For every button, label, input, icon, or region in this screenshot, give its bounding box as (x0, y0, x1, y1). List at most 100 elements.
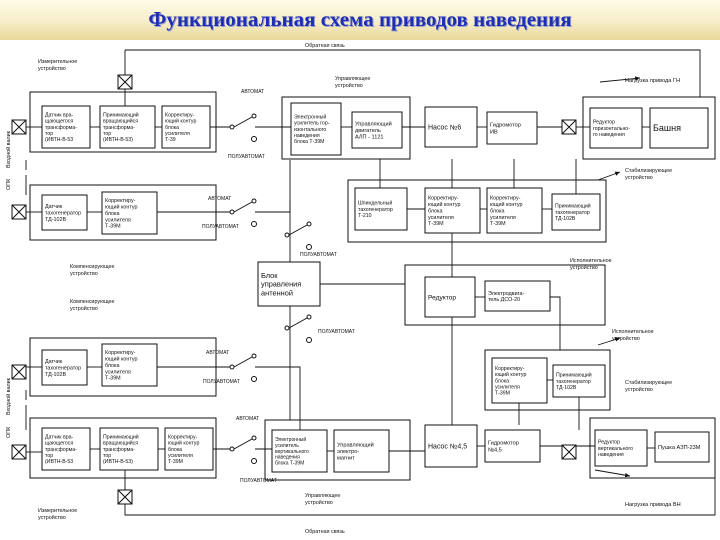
block-line: го наведения (593, 132, 625, 138)
block-prin-vrashch-gn: Принимающийвращающийсятрансформа-тор(ИВТ… (99, 105, 156, 149)
diagram-label: устройство (70, 270, 98, 277)
block-line: АЛП - 1121 (355, 135, 384, 141)
block-line: Т-39М (490, 221, 506, 227)
diagram-label: Обратная связь (305, 43, 345, 49)
differential-icon (561, 444, 577, 460)
leader-line (597, 171, 621, 181)
block-nasos-gn: Насос №6 (424, 106, 478, 148)
diagram-label: ПОЛУАВТОМАТ (228, 154, 265, 160)
block-line: Принимающий (555, 203, 591, 210)
diagram-label: Компенсирующее (70, 299, 115, 305)
block-line: блока (428, 208, 443, 214)
block-line: (ИВТН-В-53 (45, 137, 73, 143)
block-line: усилитель гор- (294, 121, 330, 127)
block-line: тахогенератор (556, 379, 591, 385)
block-line: тор (45, 453, 53, 459)
block-line: Редуктор (428, 294, 456, 301)
block-line: Корректиру- (105, 350, 136, 356)
block-line: Корректиру- (490, 196, 521, 202)
block-line: №4,5 (488, 447, 502, 453)
differential-icon (117, 489, 133, 505)
block-line: Пушка АЗП-23М (658, 445, 701, 451)
block-line: ющий контур (165, 118, 196, 125)
gn-stabilizing-frame (347, 179, 607, 243)
block-line: Т-39М (168, 459, 183, 465)
block-line: Датчик вра- (45, 113, 73, 119)
block-line: Корректиру- (168, 435, 198, 441)
block-line: блока (495, 378, 509, 384)
block-line: Датчик (45, 359, 63, 365)
diagram-label: ПОЛУАВТОМАТ (318, 329, 355, 335)
gn-measuring-frame (29, 91, 217, 153)
diagram-label: Нагрузка привода ВН (625, 502, 681, 508)
block-line: Корректиру- (428, 196, 459, 202)
block-line: Редуктор (593, 120, 615, 126)
block-line: блока Т-39М (275, 461, 304, 467)
block-line: наведения (294, 133, 320, 139)
diagram-label: ОПК (6, 178, 12, 190)
block-line: усилителя (490, 215, 516, 221)
mode-switch (229, 113, 257, 142)
block-line: усилитель (275, 443, 299, 449)
block-line: ющий контур (105, 204, 138, 211)
block-line: блока (168, 447, 182, 453)
block-line: Насос №4,5 (428, 444, 467, 451)
block-line: блока (165, 125, 179, 131)
block-line: Управляющий (355, 120, 392, 127)
block-line: Корректиру- (495, 366, 525, 372)
block-line: тахогенератор (358, 207, 393, 213)
block-line: наведения (275, 455, 300, 461)
block-line: горизонтально- (593, 126, 630, 132)
differential-icon (11, 364, 27, 380)
block-line: усилителя (168, 453, 193, 459)
block-line: Насос №6 (428, 125, 461, 132)
block-line: ТД-102В (555, 216, 576, 222)
block-line: блока Т-39М (294, 139, 324, 145)
diagram-label: устройство (570, 264, 598, 271)
block-dat-vrashch-gn: Датчик вра-щающегосятрансформа-тор(ИВТН-… (41, 105, 91, 149)
block-prin-vrashch-vn: Принимающийвращающийсятрансформа-тор(ИВТ… (99, 427, 159, 471)
diagram-label: устройство (625, 386, 653, 393)
block-line: Башня (653, 123, 681, 133)
block-line: управления (261, 280, 301, 289)
block-line: Блок (261, 271, 278, 280)
block-reduktor-mid: Редуктор (424, 276, 476, 318)
block-line: тахогенератор (555, 210, 590, 216)
vn-measuring-frame (29, 417, 217, 479)
block-line: Гидромотор (490, 123, 521, 129)
block-line: щающегося (45, 119, 73, 125)
diagram-label: Нагрузка привода ГН (625, 78, 680, 84)
vn-load-frame (589, 417, 716, 479)
page-title: Функциональная схема приводов наведения (148, 7, 572, 31)
block-boshnya: Башня (649, 107, 709, 149)
block-line: тахогенератор (45, 365, 81, 371)
block-line: ИВ (490, 129, 498, 135)
diagram-label: Управляющее (335, 76, 370, 82)
mode-switch (229, 353, 257, 382)
middle-executive-frame (404, 264, 606, 326)
diagram-label: Исполнительное (570, 258, 612, 264)
block-line: ющий контур (168, 440, 199, 447)
block-korr-vn2: Корректиру-ющий контурблокаусилителяТ-39… (491, 357, 548, 404)
diagram-label: АВТОМАТ (208, 196, 231, 202)
block-line: Т-210 (358, 213, 372, 219)
diagram-label: Исполнительное (612, 329, 654, 335)
diagram-label: устройство (625, 174, 653, 181)
block-line: Т-39М (105, 224, 121, 230)
block-line: трансформа- (103, 125, 135, 131)
block-line: антенной (261, 288, 293, 297)
block-line: Электродвига- (488, 291, 524, 297)
block-line: Гидромотор (488, 441, 519, 447)
block-line: Т-39М (105, 376, 121, 382)
block-line: ющий контур (495, 371, 526, 378)
block-line: блока (105, 363, 120, 369)
block-line: ющий контур (428, 201, 461, 208)
diagram-label: Измерительное (38, 59, 77, 65)
block-korr-vn: Корректиру-ющий контурблокаусилителяТ-39… (101, 343, 158, 387)
